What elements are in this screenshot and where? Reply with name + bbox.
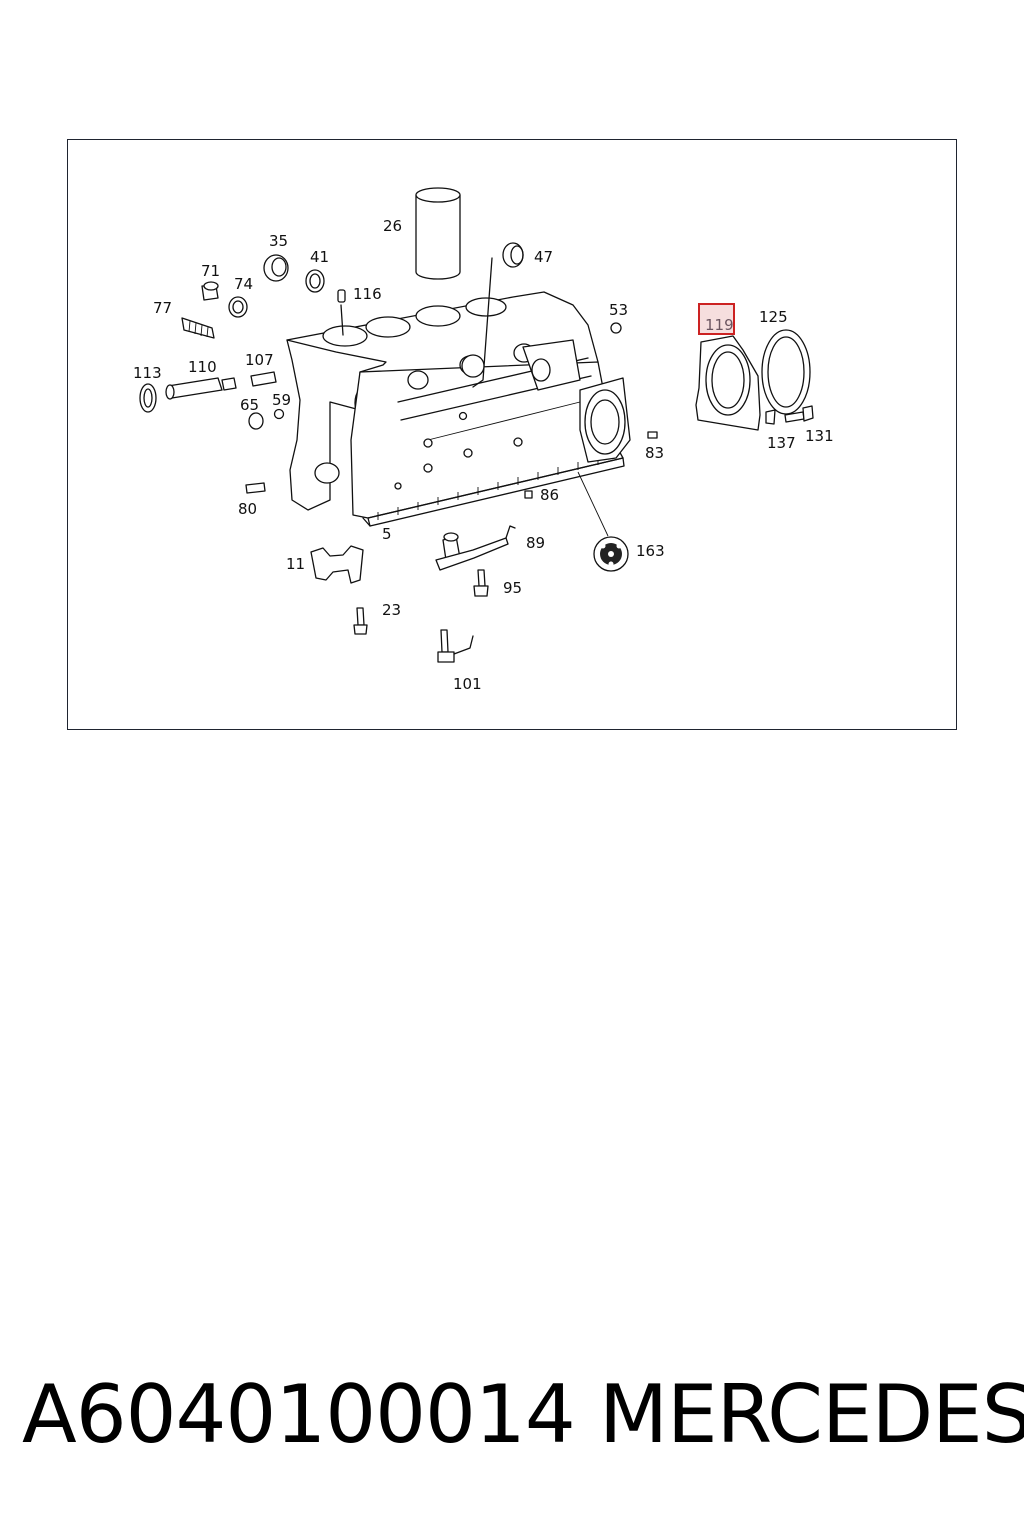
label-95: 95: [503, 579, 522, 597]
label-35: 35: [269, 232, 288, 250]
label-26: 26: [383, 217, 402, 235]
label-65: 65: [240, 396, 259, 414]
label-80: 80: [238, 500, 257, 518]
label-11: 11: [286, 555, 305, 573]
footer-caption: A6040100014 MERCEDES: [22, 1368, 1024, 1478]
engine-block-drawing: [286, 257, 631, 527]
label-125: 125: [759, 308, 788, 326]
label-163: 163: [636, 542, 665, 560]
label-137: 137: [767, 434, 796, 452]
label-119[interactable]: 119: [705, 316, 734, 334]
label-77: 77: [153, 299, 172, 317]
label-83: 83: [645, 444, 664, 462]
label-110: 110: [188, 358, 217, 376]
label-116: 116: [353, 285, 382, 303]
label-5: 5: [382, 525, 392, 543]
label-59: 59: [272, 391, 291, 409]
label-89: 89: [526, 534, 545, 552]
parts-diagram-frame: 26 35 41 47 71 74 77 116 53 119 125 113 …: [67, 139, 957, 730]
label-47: 47: [534, 248, 553, 266]
label-131: 131: [805, 427, 834, 445]
label-71: 71: [201, 262, 220, 280]
part-number: A6040100014: [22, 1368, 576, 1461]
engine-block-exploded-diagram: 26 35 41 47 71 74 77 116 53 119 125 113 …: [133, 187, 834, 693]
callout-labels: 26 35 41 47 71 74 77 116 53 119 125 113 …: [133, 217, 834, 693]
label-74: 74: [234, 275, 253, 293]
brand-name: MERCEDES: [599, 1368, 1024, 1461]
highlight-box-119[interactable]: [698, 303, 735, 335]
label-86: 86: [540, 486, 559, 504]
label-113: 113: [133, 364, 162, 382]
label-107: 107: [245, 351, 274, 369]
label-101: 101: [453, 675, 482, 693]
label-41: 41: [310, 248, 329, 266]
small-parts-drawing: [139, 187, 814, 663]
label-23: 23: [382, 601, 401, 619]
label-53: 53: [609, 301, 628, 319]
